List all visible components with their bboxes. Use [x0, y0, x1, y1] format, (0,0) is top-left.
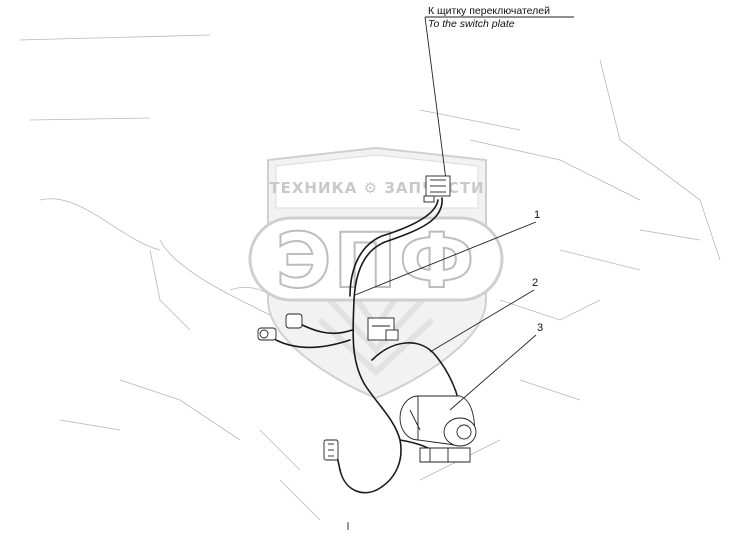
- lower-plug: [323, 439, 339, 461]
- watermark-top-text: ТЕХНИКА ⚙ ЗАПЧАСТИ: [269, 179, 484, 197]
- watermark-banner: [248, 216, 504, 302]
- leader-2: [429, 289, 535, 353]
- watermark-big-text: ЭПФ: [276, 216, 477, 305]
- harness-bracket: [367, 317, 399, 341]
- callout-label-en: To the switch plate: [428, 18, 515, 30]
- leader-3: [449, 334, 537, 411]
- callout-number-2: 2: [532, 277, 538, 289]
- wiring-harness: [275, 197, 463, 494]
- left-connectors: [257, 313, 303, 341]
- callout-number-1: 1: [534, 209, 540, 221]
- motor-assembly: [399, 395, 477, 463]
- switch-plate-connector: [423, 175, 451, 203]
- callout-leader: [424, 16, 447, 181]
- watermark-shield: ТЕХНИКА ⚙ ЗАПЧАСТИ ЭПФ: [248, 146, 504, 400]
- leader-lines: [354, 221, 537, 411]
- callout-number-3: 3: [537, 322, 543, 334]
- callout-label-ru: К щитку переключателей: [428, 5, 550, 17]
- top-callout: К щитку переключателей To the switch pla…: [424, 5, 574, 181]
- leader-1: [354, 221, 537, 296]
